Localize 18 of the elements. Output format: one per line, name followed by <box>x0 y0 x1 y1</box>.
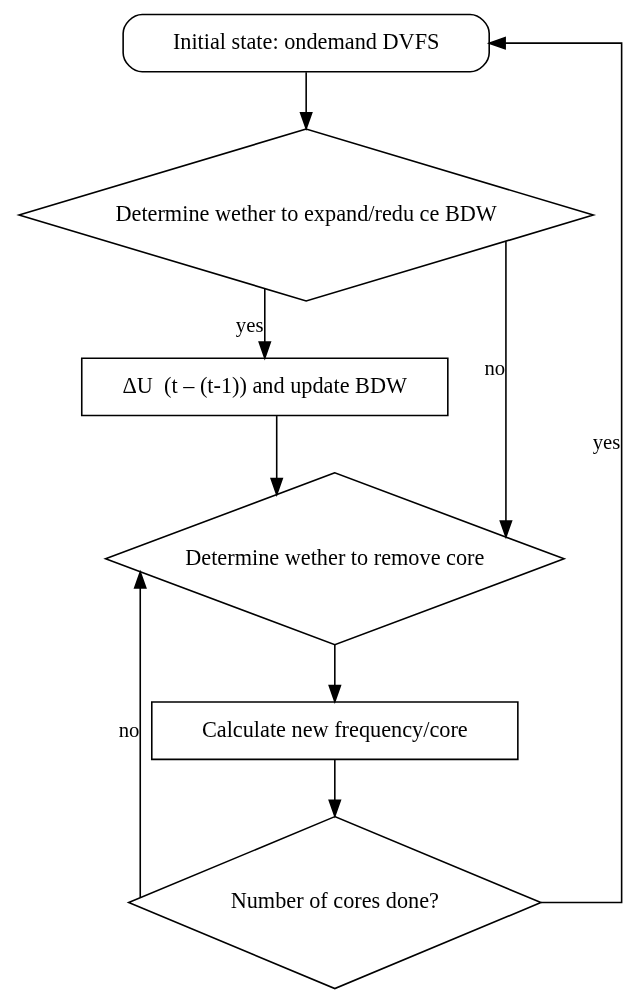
edge-label: yes <box>235 314 264 337</box>
edge-label: no <box>118 719 140 742</box>
arrow <box>133 569 147 899</box>
node-diamond: Number of cores done? <box>126 815 543 990</box>
node-box: ΔU (t – (t-1)) and update BDW <box>80 357 449 417</box>
node-box: Initial state: ondemand DVFS <box>122 13 490 73</box>
edge-label: yes <box>592 431 621 454</box>
arrow <box>486 36 623 904</box>
arrow <box>328 643 342 704</box>
arrow <box>270 415 284 497</box>
node-diamond: Determine wether to expand/redu ce BDW <box>16 128 597 302</box>
arrow <box>299 71 313 131</box>
edge-label: no <box>484 357 506 380</box>
node-box: Calculate new frequency/core <box>151 701 519 761</box>
arrow <box>328 759 342 819</box>
arrow <box>258 288 272 361</box>
node-diamond: Determine wether to remove core <box>103 472 567 646</box>
arrow <box>499 240 513 540</box>
